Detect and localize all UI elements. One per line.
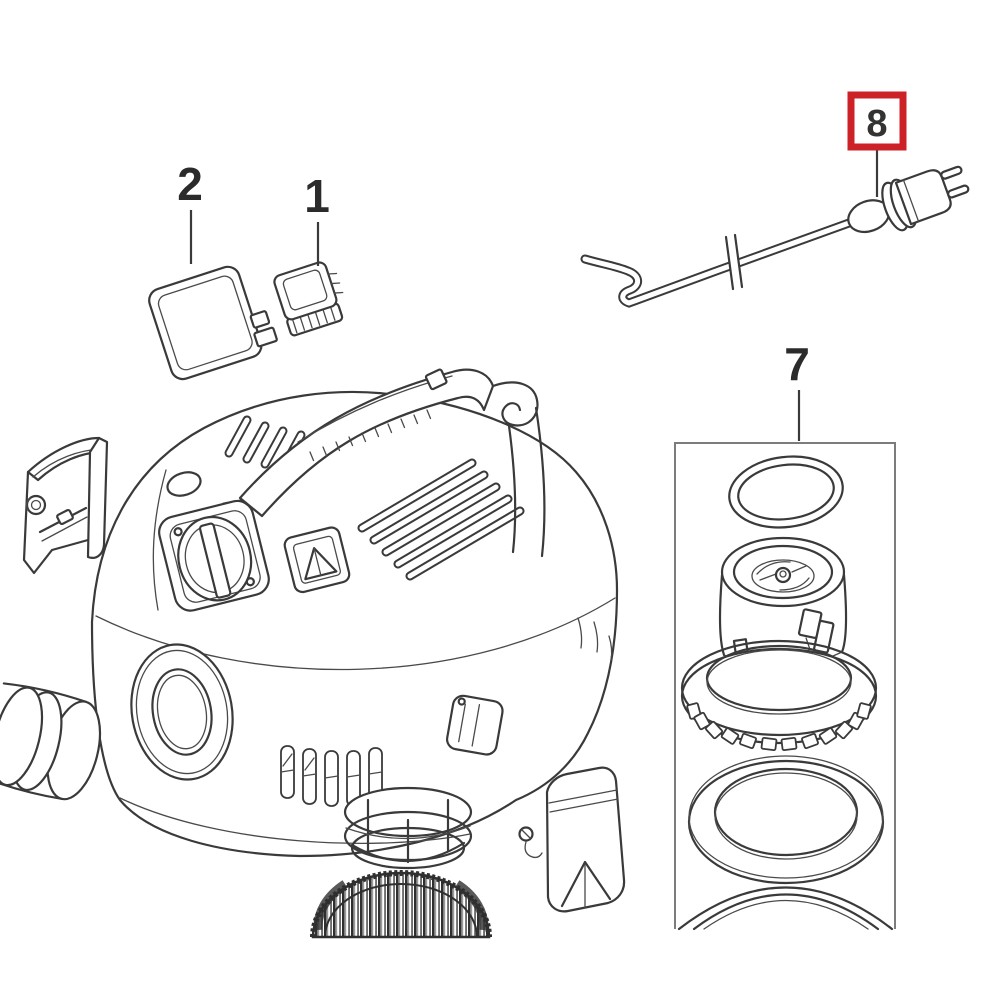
part-2-cover-panel (148, 265, 278, 381)
part-8-label[interactable]: 8 (866, 103, 887, 145)
callout-2: 2 (177, 158, 203, 264)
part-2-label[interactable]: 2 (177, 158, 203, 210)
part-7-label[interactable]: 7 (784, 338, 810, 390)
flange-slots (686, 702, 872, 752)
pleated-filter (310, 870, 492, 939)
motor-o-ring (728, 455, 844, 529)
switch-ribs (291, 306, 336, 334)
plug-pin (940, 165, 963, 180)
motor-assembly (680, 536, 878, 752)
power-plug (847, 165, 970, 234)
front-vent-slots (280, 745, 383, 807)
cord-hook-curl (491, 381, 546, 558)
motor-seal-ring (687, 755, 885, 885)
part-1-switch-block (273, 261, 344, 337)
triangle-latch-plate (283, 526, 351, 594)
callout-7: 7 (784, 338, 810, 441)
side-cover-part (518, 766, 626, 913)
front-latch-plate (158, 499, 270, 612)
part-7-box (674, 442, 896, 931)
vacuum-body (90, 368, 619, 870)
part-8-highlight-box[interactable] (847, 91, 907, 151)
side-port-ring (130, 643, 234, 781)
carry-handle (238, 368, 495, 518)
lower-partial-ring (677, 886, 894, 931)
handle-grip-hatch (309, 409, 432, 462)
bottom-filter-cage (343, 786, 473, 870)
drum-latch-pocket (445, 694, 504, 756)
plug-pin (947, 184, 970, 199)
top-vent-ribs-right (357, 458, 525, 581)
part-8-power-cord (580, 165, 970, 308)
top-oval-vent (166, 471, 202, 497)
left-bracket-part (22, 436, 109, 575)
hose-connector-part (0, 682, 102, 801)
part-7-frame (674, 442, 896, 929)
part-1-label[interactable]: 1 (304, 170, 330, 222)
drum-side-details (577, 617, 613, 661)
callout-8-highlighted: 8 (847, 91, 907, 197)
callout-1: 1 (304, 170, 330, 266)
